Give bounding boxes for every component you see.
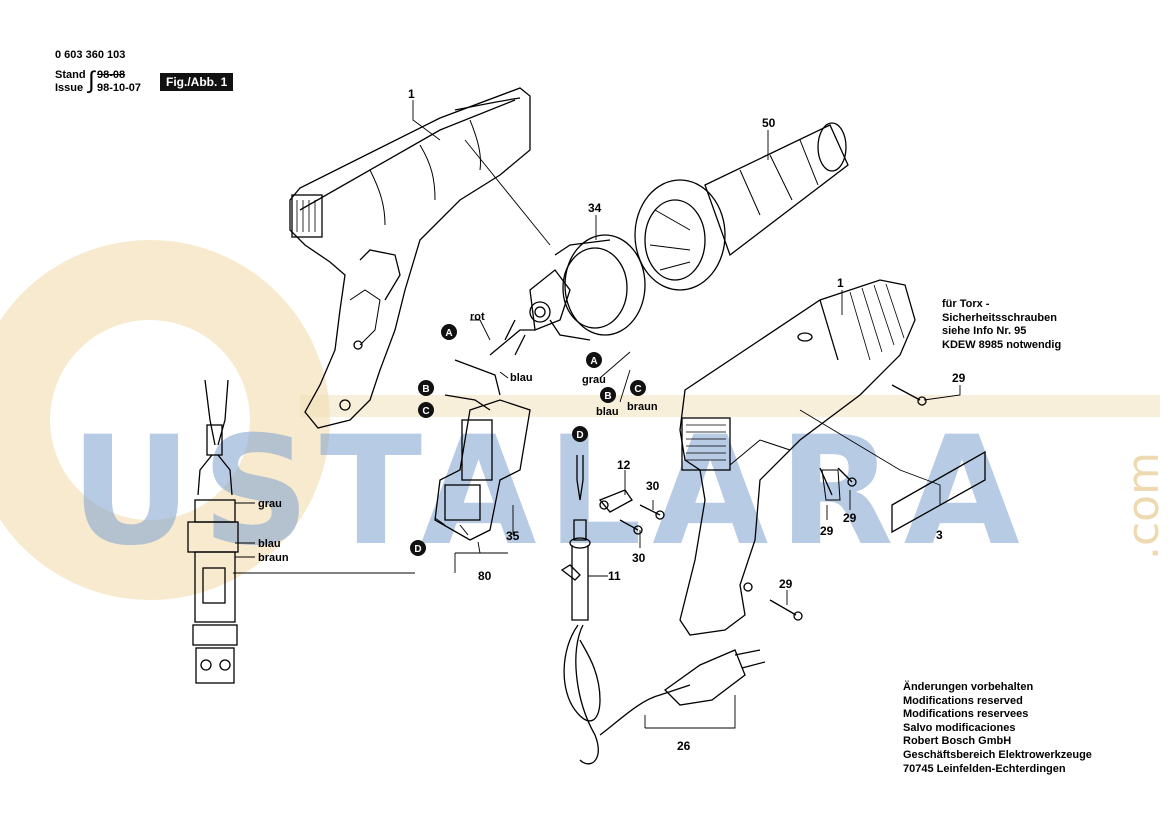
screws-29 [769,384,927,621]
marker-B-right: B [600,387,616,403]
fan-heater-unit [504,234,646,356]
torx-note-line: Sicherheitsschrauben [942,311,1057,324]
callout-screw-top: 29 [952,371,966,385]
callout-switch: 35 [506,529,520,543]
cable-clamp [598,489,665,535]
figure-label: Fig./Abb. 1 [160,73,234,91]
issue-label: Issue [55,82,84,94]
footer-note-line: Modifications reservees [903,708,1029,721]
callout-power-cord: 26 [677,739,691,753]
torx-note-line: für Torx - [942,298,990,310]
wire-label-grau-top: grau [582,374,606,386]
wire-label-rot: rot [470,311,485,323]
callout-housing-left: 1 [408,87,415,101]
left-housing-half [289,87,531,429]
wire-label-braun-schematic: braun [258,552,289,564]
footer-note-line: Modifications reserved [903,694,1023,707]
marker-A-left: A [441,324,457,340]
callout-switch-assembly: 80 [478,569,492,583]
footer-note-line: Geschäftsbereich Elektrowerkzeuge [903,748,1092,761]
callout-clamp-screw-a: 30 [646,479,660,493]
wire-label-grau-schematic: grau [258,498,282,510]
callout-clamp: 12 [617,458,631,472]
svg-text:D: D [576,430,583,441]
footer-note-line: Salvo modificaciones [903,721,1016,734]
callout-screw-bottom: 29 [779,577,793,591]
marker-A-right: A [586,352,602,368]
nozzle-tube [634,122,849,291]
svg-text:C: C [634,384,641,395]
wire-label-blau-top: blau [510,372,533,384]
svg-text:B: B [604,391,611,402]
callout-cable-sleeve: 11 [608,569,621,583]
issue-value: 98-10-07 [97,82,142,94]
marker-B-left: B [418,380,434,396]
svg-text:A: A [445,328,452,339]
wiring-schematic [187,379,239,684]
callout-fan-heater: 34 [588,201,602,215]
footer-note: Änderungen vorbehalten Modifications res… [903,681,1092,776]
svg-text:D: D [414,544,421,555]
footer-note-line: 70745 Leinfelden-Echterdingen [903,762,1066,775]
wire-label-blau-mid: blau [596,406,619,418]
callout-housing-right: 1 [837,276,844,290]
marker-C-right: C [630,380,646,396]
brace-icon: ∫ [88,67,95,94]
callout-clamp-screw-b: 30 [632,551,646,565]
leader-lines [233,100,961,729]
torx-note: für Torx - Sicherheitsschrauben siehe In… [942,298,1061,352]
switch-assembly [434,329,535,541]
svg-text:C: C [422,406,429,417]
svg-text:A: A [590,356,597,367]
torx-note-line: siehe Info Nr. 95 [942,325,1027,338]
marker-D-cable: D [572,426,588,442]
marker-C-left: C [418,402,434,418]
callout-screw-mid-a: 29 [820,524,834,538]
stand-value: 98-08 [97,69,126,81]
doc-number: 0 603 360 103 [55,49,126,61]
callout-nozzle: 50 [762,116,776,130]
footer-note-line: Robert Bosch GmbH [903,735,1012,748]
stand-label: Stand [55,69,86,81]
marker-D-left: D [410,540,426,556]
callout-screw-mid-b: 29 [843,511,857,525]
callout-label-plate: 3 [936,528,943,542]
svg-text:B: B [422,384,429,395]
wire-label-blau-schematic: blau [258,538,281,550]
torx-note-line: KDEW 8985 notwendig [942,338,1062,351]
right-housing-assembled [679,279,916,636]
label-plate [891,450,986,534]
wire-label-braun-top: braun [627,401,658,413]
power-cord [560,455,766,765]
footer-note-line: Änderungen vorbehalten [903,681,1034,693]
